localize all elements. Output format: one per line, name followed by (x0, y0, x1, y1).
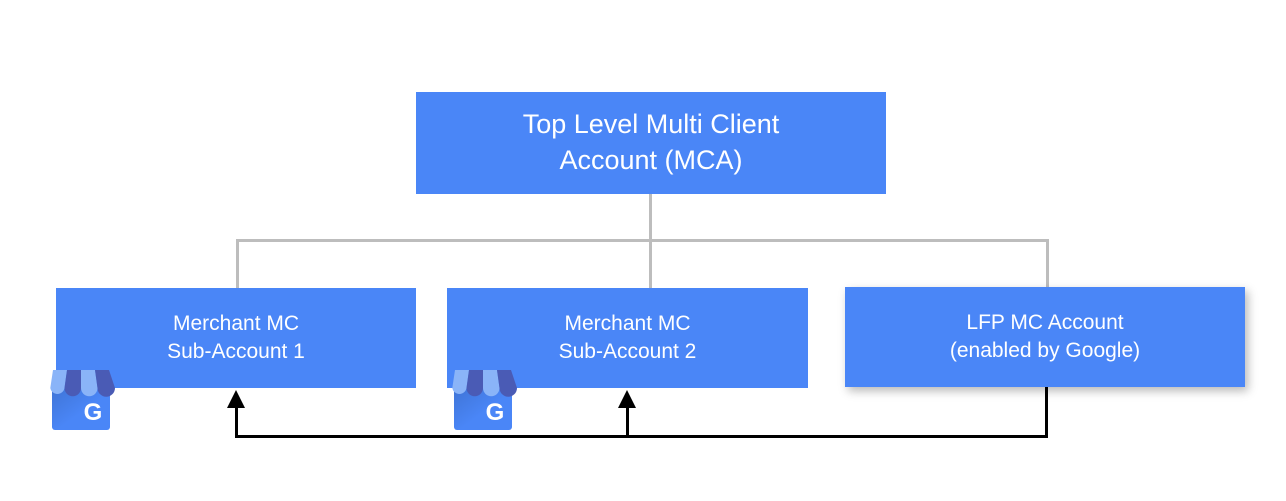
flow-arrowhead-sub1 (227, 390, 245, 408)
node-merchant-sub-account-2-line2: Sub-Account 2 (558, 340, 697, 363)
connector-drop-sub1 (236, 239, 239, 289)
google-g-glyph: G (84, 399, 103, 426)
node-lfp-mc-account[interactable]: LFP MC Account (enabled by Google) (845, 287, 1245, 387)
connector-mca-stem (649, 194, 652, 242)
google-business-profile-icon: G (50, 370, 115, 430)
google-g-glyph: G (486, 399, 505, 426)
node-merchant-sub-account-2-line1: Merchant MC (564, 312, 691, 336)
flow-riser-to-sub1 (235, 404, 238, 438)
flow-riser-to-sub2 (626, 404, 629, 438)
flow-arrowhead-sub2 (618, 390, 636, 408)
node-top-level-mca-line2: Account (MCA) (559, 145, 743, 175)
connector-drop-sub2 (649, 239, 652, 289)
node-top-level-mca[interactable]: Top Level Multi Client Account (MCA) (416, 92, 886, 194)
node-merchant-sub-account-1[interactable]: Merchant MC Sub-Account 1 (56, 288, 416, 388)
node-merchant-sub-account-1-line2: Sub-Account 1 (167, 340, 305, 363)
node-lfp-mc-account-line2: (enabled by Google) (949, 339, 1141, 362)
flow-horizontal-bus (236, 435, 1048, 438)
node-top-level-mca-line1: Top Level Multi Client (522, 109, 780, 140)
flow-riser-from-lfp (1045, 387, 1048, 438)
node-lfp-mc-account-line1: LFP MC Account (966, 311, 1124, 335)
node-merchant-sub-account-2[interactable]: Merchant MC Sub-Account 2 (447, 288, 808, 388)
connector-drop-lfp (1046, 239, 1049, 288)
google-business-profile-icon: G (452, 370, 517, 430)
node-merchant-sub-account-1-line1: Merchant MC (172, 312, 300, 336)
connector-horizontal-bus (236, 239, 1049, 242)
